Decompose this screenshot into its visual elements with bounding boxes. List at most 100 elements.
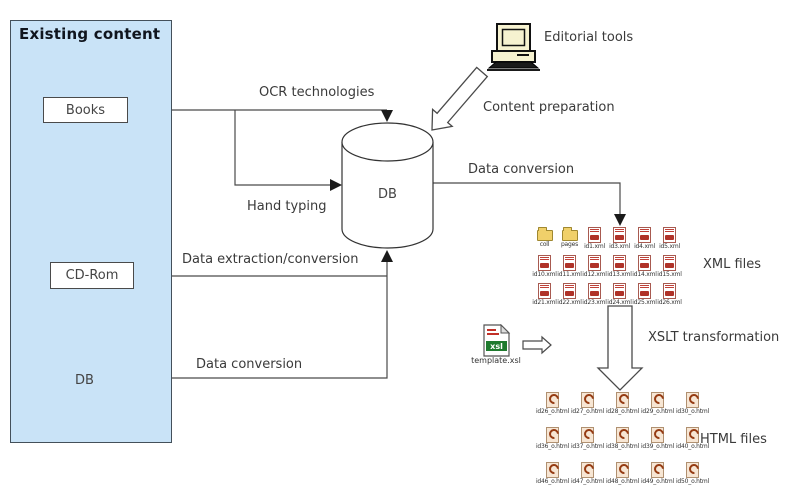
hand-typing-line (234, 110, 330, 186)
xml-icon (662, 255, 676, 271)
xml-file-item: id24.xml (607, 282, 632, 310)
file-label: id40_o.html (675, 443, 710, 450)
file-label: id12.xml (582, 271, 607, 278)
xml-file-item: id10.xml (532, 254, 557, 282)
central-db-cylinder (341, 122, 434, 249)
xsl-badge-text: xsl (490, 342, 503, 351)
file-label: id48_o.html (605, 478, 640, 485)
ocr-label: OCR technologies (259, 85, 375, 100)
file-label: id5.xml (659, 243, 680, 250)
html-icon (581, 392, 594, 408)
html-icon (651, 392, 664, 408)
xml-icon (662, 283, 676, 299)
hand-typing-label: Hand typing (247, 199, 327, 214)
xml-icon (663, 227, 676, 243)
html-file-item: id38_o.html (606, 426, 639, 461)
html-icon (686, 427, 699, 443)
data-extraction-label: Data extraction/conversion (182, 252, 359, 267)
xml-file-item: id12.xml (582, 254, 607, 282)
file-label: id39_o.html (640, 443, 675, 450)
xml-icon (638, 227, 651, 243)
xml-file-item: id14.xml (632, 254, 657, 282)
file-label: id30_o.html (675, 408, 710, 415)
file-label: id15.xml (657, 271, 682, 278)
html-icon (546, 462, 559, 478)
file-label: id26.xml (657, 299, 682, 306)
file-label: id26_o.html (535, 408, 570, 415)
xml-icon (562, 255, 576, 271)
cdrom-node: CD-Rom (50, 262, 134, 289)
html-file-item: id37_o.html (571, 426, 604, 461)
file-label: coll (539, 241, 550, 248)
html-icon (651, 427, 664, 443)
template-xsl-label: template.xsl (471, 356, 521, 365)
file-label: id46_o.html (535, 478, 570, 485)
html-icon (686, 462, 699, 478)
xml-file-item: id23.xml (582, 282, 607, 310)
file-label: id36_o.html (535, 443, 570, 450)
html-file-item: id39_o.html (641, 426, 674, 461)
xml-file-item: id5.xml (659, 226, 680, 254)
html-file-item: id36_o.html (536, 426, 569, 461)
file-label: id50_o.html (675, 478, 710, 485)
file-label: id28_o.html (605, 408, 640, 415)
xml-file-item: id25.xml (632, 282, 657, 310)
xml-icon (587, 283, 601, 299)
central-db-label: DB (378, 187, 397, 202)
folder-file-item: pages (561, 226, 578, 254)
html-files-label: HTML files (700, 432, 767, 447)
xml-file-item: id26.xml (657, 282, 682, 310)
books-node: Books (43, 97, 128, 123)
file-label: id24.xml (607, 299, 632, 306)
xml-file-item: id15.xml (657, 254, 682, 282)
existing-content-panel (10, 20, 172, 443)
html-file-item: id48_o.html (606, 461, 639, 496)
html-file-item: id27_o.html (571, 391, 604, 426)
xml-file-item: id11.xml (557, 254, 582, 282)
html-icon (616, 462, 629, 478)
data-conversion-bottom-line (106, 262, 388, 379)
file-label: id13.xml (607, 271, 632, 278)
xml-file-item: id22.xml (557, 282, 582, 310)
html-file-item: id49_o.html (641, 461, 674, 496)
file-label: id10.xml (532, 271, 557, 278)
template-apply-arrow (522, 335, 552, 355)
xml-icon (612, 255, 626, 271)
file-label: id27_o.html (570, 408, 605, 415)
html-file-item: id29_o.html (641, 391, 674, 426)
html-icon (686, 392, 699, 408)
html-icon (616, 427, 629, 443)
xml-file-item: id4.xml (634, 226, 655, 254)
xml-icon (613, 227, 626, 243)
xml-icon (588, 227, 601, 243)
file-label: id38_o.html (605, 443, 640, 450)
xml-icon (612, 283, 626, 299)
file-label: pages (560, 241, 579, 248)
file-label: id11.xml (557, 271, 582, 278)
xml-arrowhead (614, 214, 626, 226)
content-preparation-arrow (431, 66, 489, 131)
html-icon (581, 462, 594, 478)
html-file-item: id26_o.html (536, 391, 569, 426)
panel-title: Existing content (19, 25, 161, 43)
file-label: id47_o.html (570, 478, 605, 485)
xml-icon (637, 255, 651, 271)
xml-icon (537, 283, 551, 299)
books-label: Books (65, 102, 106, 118)
html-icon (616, 392, 629, 408)
hand-typing-arrowhead (330, 179, 342, 191)
xml-file-item: id21.xml (532, 282, 557, 310)
cdrom-label: CD-Rom (65, 268, 119, 283)
xslt-transformation-label: XSLT transformation (648, 330, 780, 345)
xml-file-item: id13.xml (607, 254, 632, 282)
data-conversion-right-label: Data conversion (468, 162, 575, 177)
xslt-transformation-arrow (596, 305, 644, 391)
file-label: id22.xml (557, 299, 582, 306)
data-conversion-right-line (433, 182, 621, 214)
html-icon (546, 427, 559, 443)
file-label: id37_o.html (570, 443, 605, 450)
xml-files-label: XML files (703, 257, 762, 272)
